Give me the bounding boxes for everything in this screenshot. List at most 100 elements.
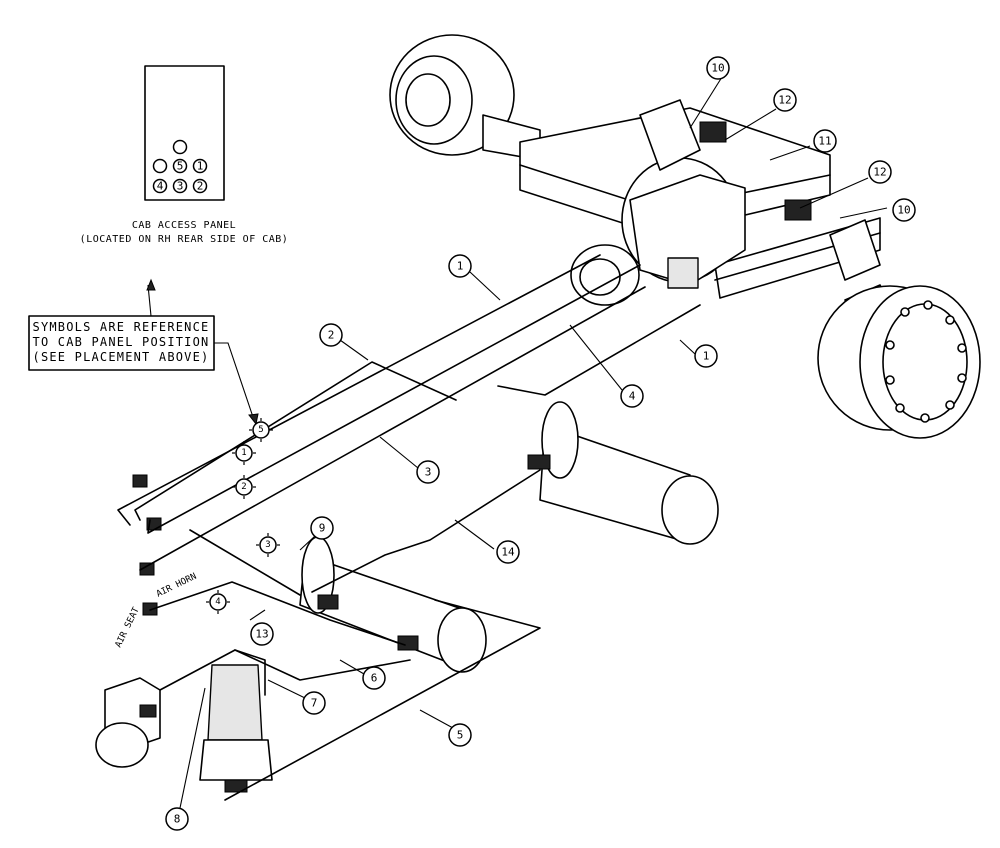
cab-access-panel: 5 1 4 3 2 CAB ACCESS PANEL (LOCATED ON R… [80, 65, 289, 245]
differential-carrier [629, 174, 746, 286]
callout-10a: 10 [711, 62, 724, 75]
line-14 [311, 469, 541, 593]
callout-bubble-12a [773, 88, 797, 112]
line-1-lower [147, 264, 641, 534]
front-tank-fitting [317, 594, 339, 610]
note-box [28, 315, 215, 371]
compressor [95, 677, 161, 768]
air-dryer [199, 664, 273, 793]
callout-7: 7 [311, 697, 318, 710]
panel-port-5-label: 5 [177, 160, 184, 173]
symbol-3-label: 3 [265, 540, 270, 550]
callout-8: 8 [174, 813, 181, 826]
cab-panel-title: CAB ACCESS PANEL [132, 220, 236, 231]
symbol-2-label: 2 [241, 482, 246, 492]
callout-bubble-10b [892, 198, 916, 222]
callout-12a: 12 [778, 94, 791, 107]
starburst-rays [206, 418, 280, 614]
line-1-upper [117, 254, 601, 526]
panel-port-2 [192, 178, 208, 194]
callout-bubble-1a [448, 254, 472, 278]
panel-port-1 [192, 158, 208, 174]
air-dryer-purge [224, 779, 248, 793]
callouts: 1 1 2 3 4 5 6 7 8 9 10 10 11 12 12 13 14 [165, 56, 916, 831]
callout-bubble-3 [416, 460, 440, 484]
panel-port-empty-top [172, 139, 188, 155]
callout-bubble-1b [694, 344, 718, 368]
callout-10b: 10 [897, 204, 910, 217]
driveshaft-yoke [579, 258, 621, 296]
callout-bubble-4 [620, 384, 644, 408]
line-13 [189, 529, 301, 596]
air-lines [117, 254, 701, 801]
panel-port-4-label: 4 [157, 180, 164, 193]
callout-bubble-14 [496, 540, 520, 564]
callout-bubble-9 [310, 516, 334, 540]
reference-note: SYMBOLS ARE REFERENCE TO CAB PANEL POSIT… [28, 278, 259, 426]
callout-bubble-11 [813, 129, 837, 153]
callout-12b: 12 [873, 166, 886, 179]
panel-port-4 [152, 178, 168, 194]
panel-symbols: 5 1 2 3 4 [206, 418, 280, 614]
callout-14: 14 [501, 546, 515, 559]
panel-port-1-label: 1 [197, 160, 204, 173]
line-8 [234, 649, 266, 696]
callout-bubble-7 [302, 691, 326, 715]
valve-air-seat [142, 602, 158, 616]
panel-port-2-label: 2 [197, 180, 204, 193]
front-air-tank [299, 536, 487, 673]
panel-port-3-label: 3 [177, 180, 184, 193]
cab-panel-outline [144, 65, 225, 201]
note-line-2: TO CAB PANEL POSITION [33, 335, 210, 349]
rear-air-tank [527, 401, 719, 545]
panel-port-3 [172, 178, 188, 194]
leveling-valve-right [784, 199, 812, 221]
note-arrow-down-icon [248, 413, 259, 426]
callout-leaders [179, 76, 888, 809]
wheel-studs [885, 300, 967, 423]
compressor-cylinder [95, 722, 149, 768]
air-dryer-base [199, 739, 273, 781]
rear-tank-fitting [527, 454, 551, 470]
air-seat-label: AIR SEAT [114, 605, 142, 649]
line-5 [224, 599, 541, 801]
rear-tank-end-right [661, 475, 719, 545]
valve-3 [139, 562, 155, 576]
panel-port-empty-left [152, 158, 168, 174]
compressor-outlet [139, 704, 157, 718]
line-4 [497, 304, 701, 396]
callout-bubble-12b [868, 160, 892, 184]
rear-tank-end-left [541, 401, 579, 479]
symbol-4-label: 4 [215, 597, 220, 607]
callout-11: 11 [818, 135, 831, 148]
axle-valve-block [667, 257, 699, 289]
cab-panel-location: (LOCATED ON RH REAR SIDE OF CAB) [80, 234, 289, 245]
leveling-valve-left [699, 121, 727, 143]
symbol-1-label: 1 [241, 448, 246, 458]
callout-6: 6 [371, 672, 378, 685]
note-arrow-up-icon [146, 278, 156, 291]
valve-5-1 [132, 474, 148, 488]
line-7 [159, 649, 411, 691]
symbol-1 [235, 444, 253, 462]
callout-3: 3 [425, 466, 432, 479]
callout-bubble-2 [319, 323, 343, 347]
right-air-spring [829, 219, 881, 281]
left-air-spring [639, 99, 701, 171]
callout-1a: 1 [457, 260, 464, 273]
symbol-3 [259, 536, 277, 554]
air-dryer-cartridge [207, 664, 263, 741]
callout-13: 13 [255, 628, 268, 641]
callout-9: 9 [319, 522, 326, 535]
callout-5: 5 [457, 729, 464, 742]
callout-bubble-5 [448, 723, 472, 747]
panel-port-5 [172, 158, 188, 174]
symbol-4 [209, 593, 227, 611]
left-wheel-hubcap [405, 73, 451, 127]
symbol-2 [235, 478, 253, 496]
control-valves: AIR HORN AIR SEAT [114, 474, 198, 649]
callout-bubble-8 [165, 807, 189, 831]
callout-2: 2 [328, 329, 335, 342]
front-tank-end-right [437, 607, 487, 673]
